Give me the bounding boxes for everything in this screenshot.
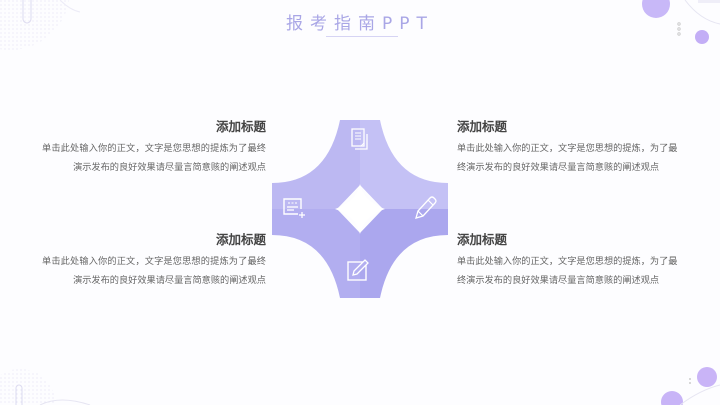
block-title[interactable]: 添加标题 bbox=[215, 232, 266, 247]
edit-icon bbox=[347, 259, 369, 281]
block-body[interactable]: 单击此处输入你的正文，文字是您思想的提炼为了最终演示发布的良好效果请尽量言简意赅… bbox=[42, 143, 266, 173]
page-title: 报考指南PPT bbox=[286, 14, 434, 34]
text-block-bottom-right: 添加标题 单击此处输入你的正文，文字是您思想的提炼，为了最终演示发布的良好效果请… bbox=[457, 229, 679, 290]
pencil-icon bbox=[415, 196, 437, 219]
text-block-bottom-left: 添加标题 单击此处输入你的正文，文字是您思想的提炼为了最终演示发布的良好效果请尽… bbox=[42, 229, 266, 290]
document-icon bbox=[351, 128, 368, 150]
block-title[interactable]: 添加标题 bbox=[215, 119, 266, 134]
block-body[interactable]: 单击此处输入你的正文，文字是您思想的提炼，为了最终演示发布的良好效果请尽量言简意… bbox=[457, 256, 678, 286]
corner-decoration-top-left bbox=[0, 0, 81, 50]
corner-decoration-top-right bbox=[642, 0, 720, 44]
presentation-board-icon bbox=[283, 198, 305, 218]
block-body[interactable]: 单击此处输入你的正文，文字是您思想的提炼，为了最终演示发布的良好效果请尽量言简意… bbox=[457, 143, 678, 173]
corner-decoration-bottom-left bbox=[0, 369, 91, 405]
block-title[interactable]: 添加标题 bbox=[457, 119, 508, 134]
text-block-top-left: 添加标题 单击此处输入你的正文，文字是您思想的提炼为了最终演示发布的良好效果请尽… bbox=[42, 116, 266, 177]
block-title[interactable]: 添加标题 bbox=[457, 232, 508, 247]
title-underline bbox=[326, 36, 398, 37]
corner-decoration-bottom-right bbox=[661, 367, 720, 405]
block-body[interactable]: 单击此处输入你的正文，文字是您思想的提炼为了最终演示发布的良好效果请尽量言简意赅… bbox=[42, 256, 266, 286]
four-point-star-diagram bbox=[272, 120, 448, 298]
text-block-top-right: 添加标题 单击此处输入你的正文，文字是您思想的提炼，为了最终演示发布的良好效果请… bbox=[457, 116, 679, 177]
